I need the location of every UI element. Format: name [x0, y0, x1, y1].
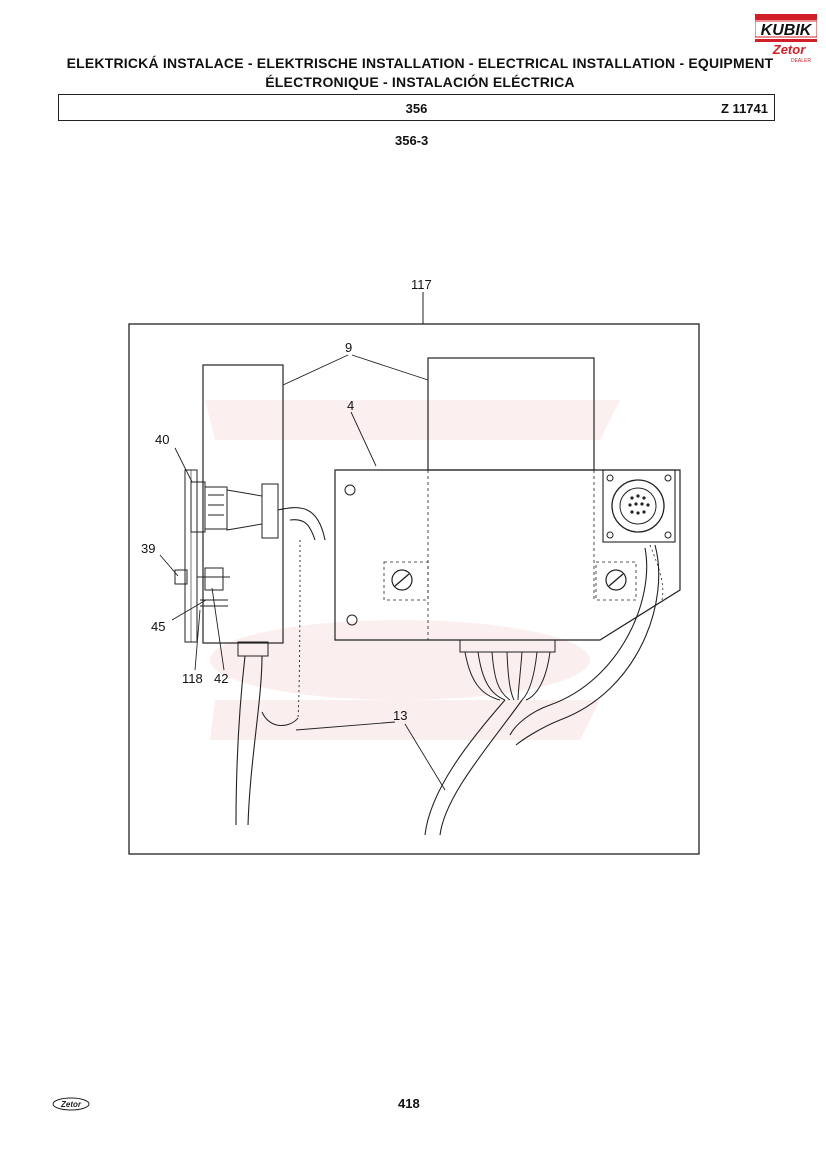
- screw-box-1: [383, 561, 429, 601]
- footer-logo-text: Zetor: [60, 1100, 82, 1109]
- callout-4: 4: [347, 398, 354, 413]
- logo-brand: KUBIK: [761, 22, 813, 39]
- cable-left-2: [247, 655, 263, 826]
- callout-39: 39: [141, 541, 155, 556]
- socket-inner: [619, 487, 657, 525]
- page-title: ELEKTRICKÁ INSTALACE - ELEKTRISCHE INSTA…: [60, 54, 780, 92]
- leader-lines: [159, 354, 446, 791]
- mount-hole-1: [344, 484, 356, 496]
- logo-frame: [755, 20, 817, 38]
- socket-cable-hidden: [649, 544, 664, 601]
- socket-screw-3: [606, 531, 614, 539]
- socket-screw-4: [664, 531, 672, 539]
- diagram-frame: [128, 323, 700, 855]
- callout-45: 45: [151, 619, 165, 634]
- cable-connector-2: [289, 519, 316, 541]
- logo-sub: Zetor: [772, 42, 806, 57]
- logo-bar: [755, 39, 817, 42]
- callout-117: 117: [411, 277, 432, 292]
- wire-bundle: [464, 651, 551, 701]
- socket-pins: [628, 494, 650, 515]
- cable-gland: [237, 641, 269, 657]
- main-cable-2: [439, 699, 523, 836]
- socket-flange: [602, 469, 676, 543]
- callout-42: 42: [214, 671, 228, 686]
- socket-cable-1: [515, 544, 660, 746]
- subsection-number: 356-3: [395, 133, 429, 148]
- cable-left-1: [235, 655, 246, 826]
- screw-1-slot: [394, 573, 410, 587]
- socket-screw-1: [606, 474, 614, 482]
- section-header-box: 356 Z 11741: [58, 94, 775, 121]
- title-line-1: ELEKTRICKÁ INSTALACE - ELEKTRISCHE INSTA…: [66, 55, 774, 71]
- callout-9: 9: [345, 340, 352, 355]
- screw-2: [605, 569, 627, 591]
- section-number: 356: [405, 101, 428, 116]
- callout-40: 40: [155, 432, 169, 447]
- kubik-zetor-logo: KUBIK Zetor DEALER: [755, 14, 817, 64]
- zetor-footer-logo: Zetor: [52, 1097, 90, 1111]
- screw-2-slot: [608, 573, 624, 587]
- left-module: [202, 364, 284, 644]
- document-code: Z 11741: [721, 101, 768, 116]
- cable-loop: [261, 711, 299, 726]
- screw-box-2: [595, 561, 637, 601]
- logo-top-bar: [755, 14, 817, 20]
- socket-screw-2: [664, 474, 672, 482]
- callout-118: 118: [182, 671, 203, 686]
- mount-hole-2: [346, 614, 358, 626]
- title-line-2: ÉLECTRONIQUE - INSTALACIÓN ELÉCTRICA: [265, 74, 575, 90]
- socket-outer: [611, 479, 665, 533]
- callout-13: 13: [393, 708, 407, 723]
- page-number: 418: [398, 1096, 420, 1111]
- socket-cable-2: [509, 547, 648, 736]
- main-cable-1: [424, 699, 506, 836]
- connector: [190, 481, 279, 539]
- screw-1: [391, 569, 413, 591]
- watermark: [205, 400, 620, 740]
- base-plate: [334, 469, 681, 641]
- logo-tag: DEALER: [791, 58, 811, 64]
- cable-connector: [277, 507, 326, 541]
